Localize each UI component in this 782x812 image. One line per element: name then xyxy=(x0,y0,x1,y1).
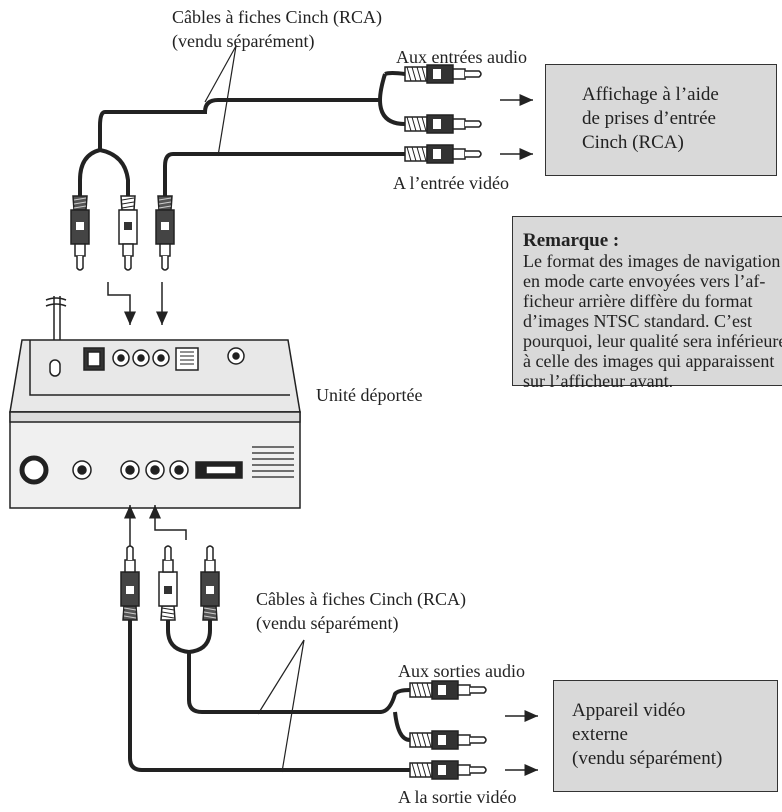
remark-title: Remarque : xyxy=(523,230,620,251)
video-in-label: A l’entrée vidéo xyxy=(393,173,509,193)
display-box: Affichage à l’aide de prises d’entrée Ci… xyxy=(545,64,777,176)
remark-line-7: sur l’afficheur avant. xyxy=(523,371,674,391)
remark-line-1: Le format des images de navigation xyxy=(523,251,781,271)
top-cables xyxy=(78,71,406,196)
audio-in-label: Aux entrées audio xyxy=(396,47,527,67)
display-box-line-2: de prises d’entrée xyxy=(582,108,716,129)
top-cables-label: Câbles à fiches Cinch (RCA) xyxy=(172,7,382,27)
audio-out-label: Aux sorties audio xyxy=(398,661,525,681)
bottom-cables-note: (vendu séparément) xyxy=(256,613,399,633)
remark-line-2: en mode carte envoyées vers l’af- xyxy=(523,271,766,291)
device-box-line-2: externe xyxy=(572,724,628,745)
remote-unit xyxy=(9,296,301,509)
device-box-line-1: Appareil vidéo xyxy=(572,700,686,721)
external-device-box: Appareil vidéo externe (vendu séparément… xyxy=(553,680,778,792)
device-box-line-3: (vendu séparément) xyxy=(572,748,723,769)
remark-line-4: d’images NTSC standard. C’est xyxy=(523,311,752,331)
remark-line-6: à celle des images qui apparaissent xyxy=(523,351,775,371)
remark-box: Remarque : Le format des images de navig… xyxy=(512,216,782,391)
top-cables-note: (vendu séparément) xyxy=(172,31,315,51)
display-box-line-1: Affichage à l’aide xyxy=(582,84,719,105)
display-box-line-3: Cinch (RCA) xyxy=(582,132,684,153)
video-out-label: A la sortie vidéo xyxy=(398,787,517,807)
remark-line-3: ficheur arrière diffère du format xyxy=(523,291,753,311)
bottom-cables xyxy=(128,620,411,772)
bottom-cables-label: Câbles à fiches Cinch (RCA) xyxy=(256,589,466,609)
remark-line-5: pourquoi, leur qualité sera inférieure xyxy=(523,331,782,351)
unit-label: Unité déportée xyxy=(316,385,423,405)
